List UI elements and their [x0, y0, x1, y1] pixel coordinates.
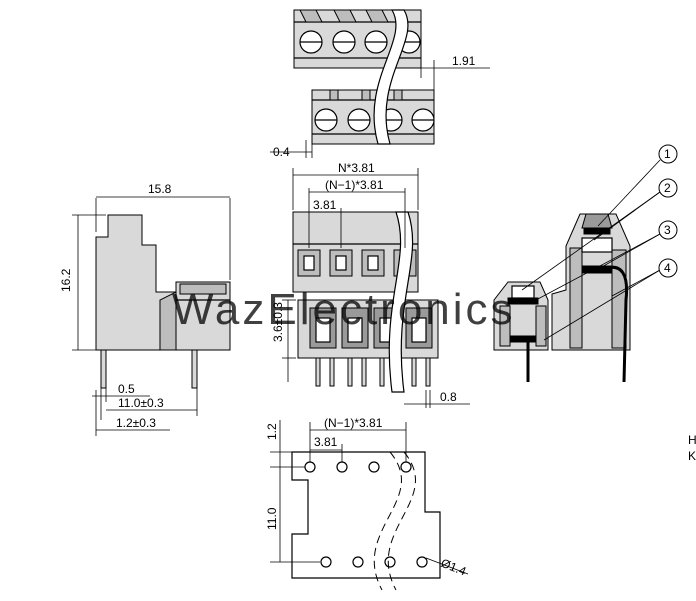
edge-text-h: H [688, 433, 696, 447]
dim-front-pitch: 3.81 [313, 198, 337, 212]
top-break-band [373, 9, 409, 145]
callout-group: 1 2 3 4 [521, 144, 678, 341]
edge-text-k: K [688, 449, 696, 463]
dim-top-offset: 1.91 [452, 54, 476, 68]
dim-side-pin-offset: 1.2±0.3 [116, 416, 156, 430]
dim-side-pin-thick: 0.5 [118, 382, 135, 396]
dim-pcb-span: (N−1)*3.81 [324, 416, 383, 430]
side-view: 15.8 16.2 0.5 11.0±0.3 1.2±0.3 [59, 182, 231, 436]
dim-top-thickness: 0.4 [273, 145, 290, 159]
dim-pcb-top-offset: 1.2 [265, 423, 279, 440]
pcb-layout: (N−1)*3.81 3.81 1.2 11.0 Ø1.4 [265, 416, 469, 591]
side-pin-left [100, 349, 107, 389]
side-body [95, 214, 231, 351]
dim-pcb-row-spacing: 11.0 [265, 507, 279, 530]
dim-front-pin-height: 3.6±0.3 [271, 302, 285, 342]
front-pins [315, 357, 431, 387]
front-view: N*3.81 (N−1)*3.81 3.81 3.6±0.3 0.8 [271, 161, 470, 408]
callout-3: 3 [664, 223, 671, 237]
callout-2: 2 [664, 181, 671, 195]
dim-front-span: (N−1)*3.81 [325, 178, 384, 192]
pcb-outline [291, 451, 441, 579]
watermark: WazElectronics [172, 285, 516, 334]
dim-front-total: N*3.81 [338, 161, 375, 175]
callout-1: 1 [664, 147, 671, 161]
dim-pcb-hole: Ø1.4 [439, 556, 469, 579]
cross-section: 1 2 3 4 [493, 144, 678, 383]
top-view: 1.91 0.4 [270, 9, 490, 159]
pcb-holes [304, 461, 428, 568]
dim-side-width: 15.8 [148, 182, 172, 196]
front-break-band [388, 211, 414, 393]
callout-4: 4 [664, 261, 671, 275]
dim-side-pin-spacing: 11.0±0.3 [118, 396, 164, 410]
dim-pcb-pitch: 3.81 [314, 435, 338, 449]
side-pin-right [191, 349, 198, 389]
dim-side-height: 16.2 [59, 268, 73, 292]
dim-front-pin-width: 0.8 [440, 390, 457, 404]
